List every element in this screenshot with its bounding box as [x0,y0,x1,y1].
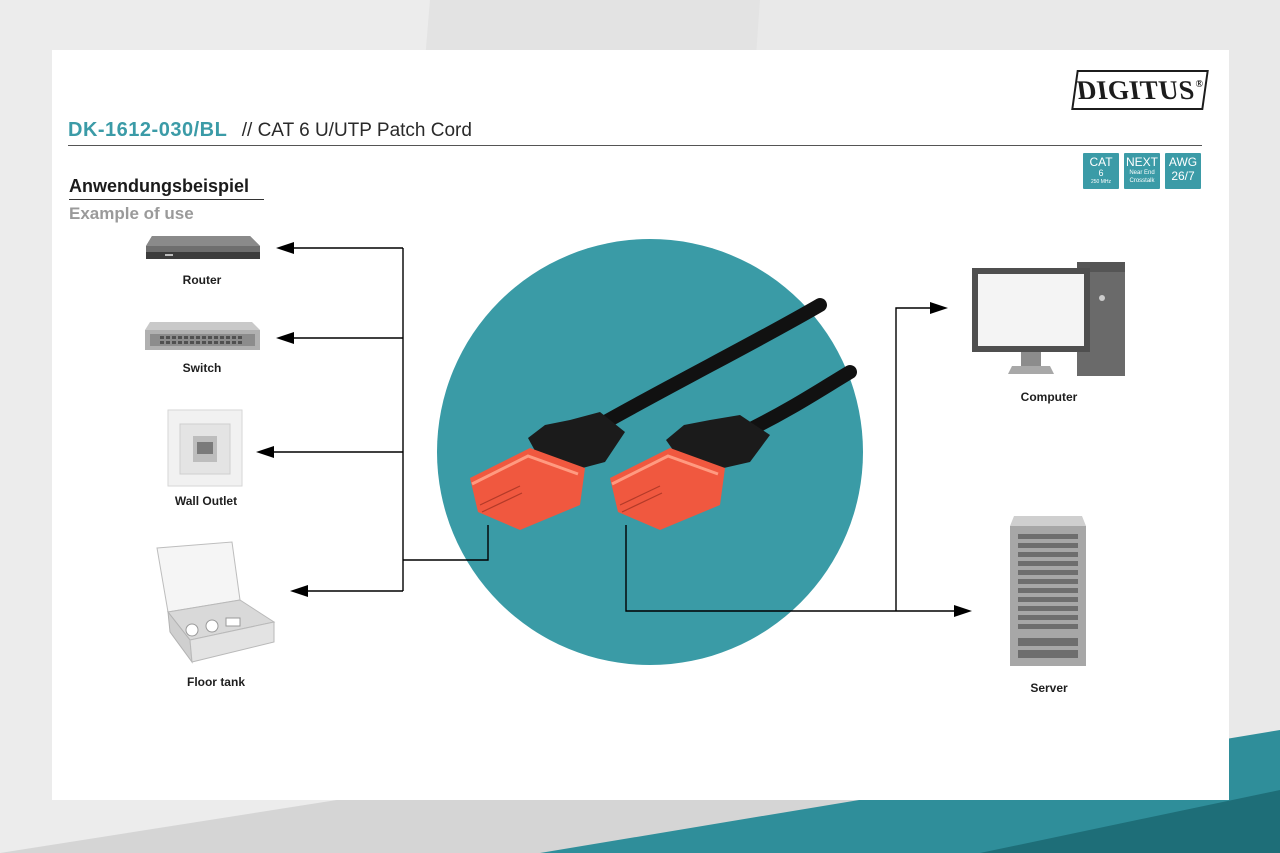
server-icon [1010,516,1086,666]
right-connection-lines [625,307,958,612]
product-code: DK-1612-030/BL [68,119,228,141]
wall-outlet-icon [167,409,243,487]
arrow-server [954,605,972,617]
patch-cord-image [470,298,857,530]
section-heading-en: Example of use [69,204,194,223]
computer-label: Computer [1020,390,1078,404]
arrow-wall-outlet [256,446,274,458]
next-badge: NEXT Near End Crosstalk [1124,153,1160,189]
cat6-badge: CAT 6 250 MHz [1083,153,1119,189]
badge-sub: 26/7 [1171,169,1195,183]
switch-label: Switch [182,361,222,375]
badge-main: NEXT [1125,155,1158,169]
left-arrowheads [256,242,308,597]
product-title: DK-1612-030/BL // CAT 6 U/UTP Patch Cord [68,119,472,142]
server-label: Server [1030,681,1068,695]
awg-badge: AWG 26/7 [1165,153,1201,189]
floor-tank-label: Floor tank [186,675,245,689]
floor-tank-icon [156,541,276,664]
highlight-circle [437,239,863,665]
arrow-switch [276,332,294,344]
heading-underline [69,199,264,200]
wall-outlet-label: Wall Outlet [174,494,238,508]
router-label: Router [182,273,222,287]
switch-icon [145,322,260,350]
badge-main: CAT [1089,155,1113,169]
badge-tiny: 250 MHz [1090,179,1111,185]
product-description: // CAT 6 U/UTP Patch Cord [241,120,472,141]
arrow-router [276,242,294,254]
badge-sub: Near End [1129,170,1155,176]
arrow-computer [930,302,948,314]
left-connection-lines [272,247,489,592]
section-heading-de: Anwendungsbeispiel [69,176,250,196]
badge-sub: 6 [1098,168,1104,178]
router-icon [146,236,260,259]
title-divider [68,145,1202,146]
badge-tiny: Crosstalk [1129,178,1155,184]
computer-icon [972,262,1125,376]
arrow-floor-tank [290,585,308,597]
badge-main: AWG [1168,155,1198,169]
right-arrowheads [930,302,972,617]
